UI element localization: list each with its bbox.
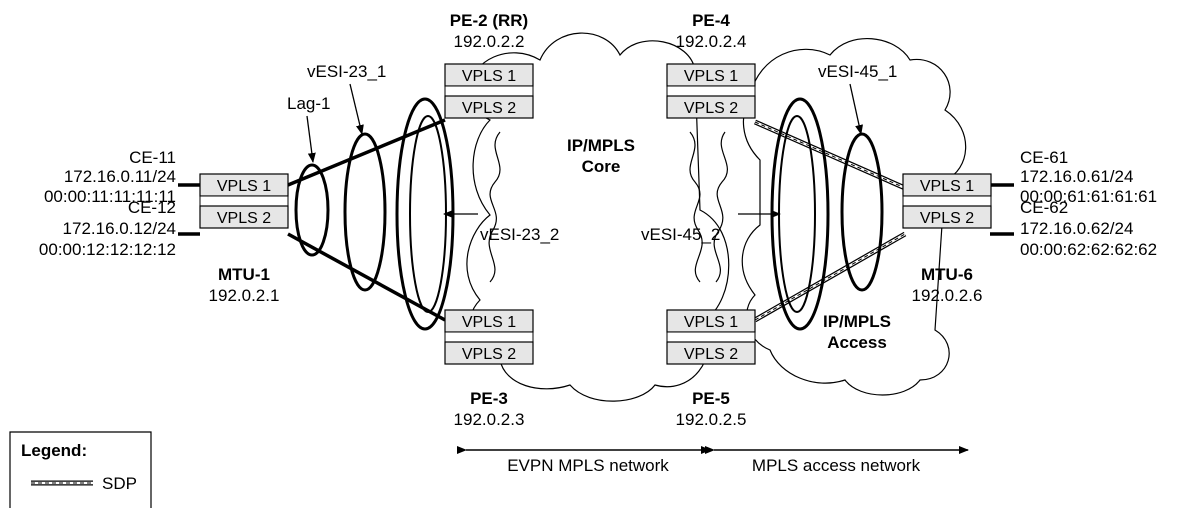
pe2-name: PE-2 (RR) bbox=[450, 11, 528, 30]
vesi23-1-pointer bbox=[349, 83, 364, 135]
core-wavy-link-right bbox=[689, 131, 703, 283]
ce11-name: CE-11 bbox=[129, 148, 176, 167]
link-mtu1-pe3 bbox=[287, 232, 446, 322]
pe3-name: PE-3 bbox=[470, 389, 508, 408]
legend-sdp-label: SDP bbox=[102, 474, 137, 493]
legend: Legend: SDP bbox=[9, 431, 152, 508]
ce12-ip: 172.16.0.12/24 bbox=[63, 219, 176, 238]
pe3-vpls1: VPLS 1 bbox=[462, 314, 516, 331]
pe2-vpls2: VPLS 2 bbox=[462, 100, 516, 117]
access-label-line1: IP/MPLS bbox=[823, 312, 891, 331]
legend-title: Legend: bbox=[21, 441, 87, 460]
vesi23-1-label: vESI-23_1 bbox=[307, 62, 386, 81]
access-network-label: MPLS access network bbox=[752, 456, 921, 475]
vesi45-1-label: vESI-45_1 bbox=[818, 62, 897, 81]
vesi23-2-label: vESI-23_2 bbox=[480, 225, 559, 244]
core-label-line1: IP/MPLS bbox=[567, 136, 635, 155]
mtu1-name: MTU-1 bbox=[218, 265, 270, 284]
ce62-ip: 172.16.0.62/24 bbox=[1020, 219, 1133, 238]
lag1-label: Lag-1 bbox=[287, 94, 330, 113]
ce12-name: CE-12 bbox=[128, 198, 176, 217]
lag1-pointer bbox=[306, 115, 316, 163]
mtu6-name: MTU-6 bbox=[921, 265, 973, 284]
router-mtu6: VPLS 1 VPLS 2 bbox=[902, 173, 992, 229]
pe2-vpls1: VPLS 1 bbox=[462, 68, 516, 85]
lag1-ring bbox=[294, 163, 330, 257]
router-pe3: VPLS 1 VPLS 2 bbox=[444, 309, 534, 365]
core-wavy-link-left bbox=[488, 131, 501, 283]
pe3-ip: 192.0.2.3 bbox=[454, 410, 525, 429]
pe4-name: PE-4 bbox=[692, 11, 730, 30]
ce61-name: CE-61 bbox=[1020, 148, 1068, 167]
mtu1-ip: 192.0.2.1 bbox=[209, 286, 280, 305]
core-label-line2: Core bbox=[582, 157, 621, 176]
router-pe2: VPLS 1 VPLS 2 bbox=[444, 63, 534, 119]
access-wavy-link bbox=[713, 131, 728, 283]
ce12-mac: 00:00:12:12:12:12 bbox=[39, 240, 176, 259]
vesi45-1-pointer bbox=[849, 83, 863, 135]
ce61-ip: 172.16.0.61/24 bbox=[1020, 167, 1133, 186]
router-pe4: VPLS 1 VPLS 2 bbox=[666, 63, 756, 119]
pe3-vpls2: VPLS 2 bbox=[462, 346, 516, 363]
evpn-network-label: EVPN MPLS network bbox=[507, 456, 669, 475]
mtu6-vpls1: VPLS 1 bbox=[920, 178, 974, 195]
pe5-name: PE-5 bbox=[692, 389, 730, 408]
ce62-name: CE-62 bbox=[1020, 198, 1068, 217]
pe5-vpls1: VPLS 1 bbox=[684, 314, 738, 331]
access-label-line2: Access bbox=[827, 333, 887, 352]
core-cloud bbox=[466, 32, 730, 402]
vesi45-2-label: vESI-45_2 bbox=[641, 225, 720, 244]
pe4-vpls1: VPLS 1 bbox=[684, 68, 738, 85]
router-pe5: VPLS 1 VPLS 2 bbox=[666, 309, 756, 365]
mtu1-vpls2: VPLS 2 bbox=[217, 210, 271, 227]
mtu6-vpls2: VPLS 2 bbox=[920, 210, 974, 227]
vesi23-1-ring bbox=[343, 132, 387, 292]
ce61-mac: 00:00:61:61:61:61 bbox=[1020, 187, 1157, 206]
ce11-mac: 00:00:11:11:11:11 bbox=[44, 187, 176, 206]
pe4-ip: 192.0.2.4 bbox=[676, 32, 747, 51]
router-mtu1: VPLS 1 VPLS 2 bbox=[199, 173, 289, 229]
pe5-ip: 192.0.2.5 bbox=[676, 410, 747, 429]
pe5-vpls2: VPLS 2 bbox=[684, 346, 738, 363]
ce62-mac: 00:00:62:62:62:62 bbox=[1020, 240, 1157, 259]
access-cloud bbox=[741, 37, 967, 396]
pe2-ip: 192.0.2.2 bbox=[454, 32, 525, 51]
mtu6-ip: 192.0.2.6 bbox=[912, 286, 983, 305]
ce11-ip: 172.16.0.11/24 bbox=[64, 167, 176, 186]
pe4-vpls2: VPLS 2 bbox=[684, 100, 738, 117]
mtu1-vpls1: VPLS 1 bbox=[217, 178, 271, 195]
vesi23-2-ring-inner bbox=[409, 115, 447, 313]
